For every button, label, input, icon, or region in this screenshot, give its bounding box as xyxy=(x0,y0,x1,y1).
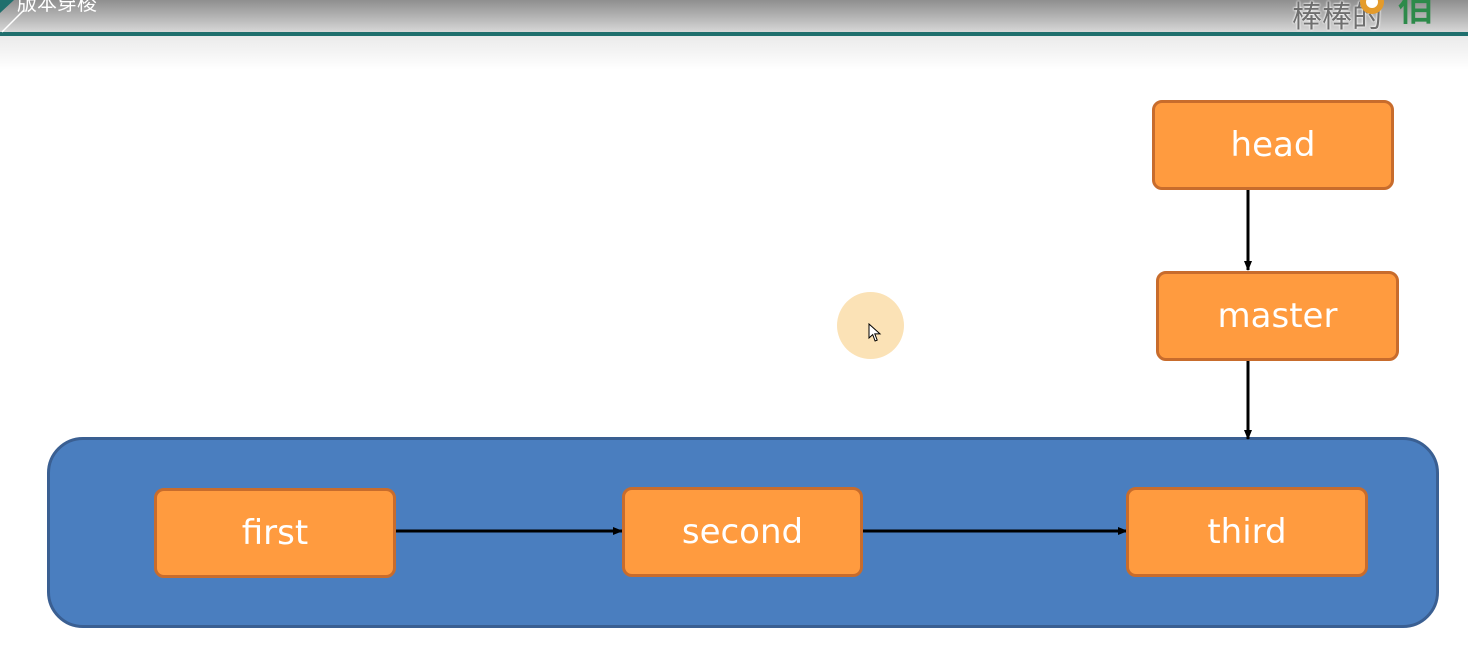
master-node[interactable]: master xyxy=(1156,271,1399,361)
logo-icon xyxy=(1360,0,1384,14)
logo-partial-text: 佰 xyxy=(1398,0,1435,29)
corner-line xyxy=(1,9,25,33)
header-divider-line xyxy=(0,32,1468,36)
header-bar xyxy=(0,0,1468,34)
mouse-pointer-icon xyxy=(868,323,882,342)
head-node[interactable]: head xyxy=(1152,100,1394,190)
third-commit-label: third xyxy=(1207,512,1287,552)
corner-triangle xyxy=(0,0,14,13)
master-node-label: master xyxy=(1217,296,1338,336)
header-title: 版本穿梭 xyxy=(17,0,97,15)
third-commit-node[interactable]: third xyxy=(1126,487,1368,577)
first-commit-node[interactable]: first xyxy=(154,488,396,578)
second-commit-node[interactable]: second xyxy=(622,487,863,577)
first-commit-label: first xyxy=(241,513,309,553)
head-node-label: head xyxy=(1230,125,1316,165)
header-shadow xyxy=(0,36,1468,70)
second-commit-label: second xyxy=(681,512,804,552)
header-corner-graphic xyxy=(0,0,25,33)
